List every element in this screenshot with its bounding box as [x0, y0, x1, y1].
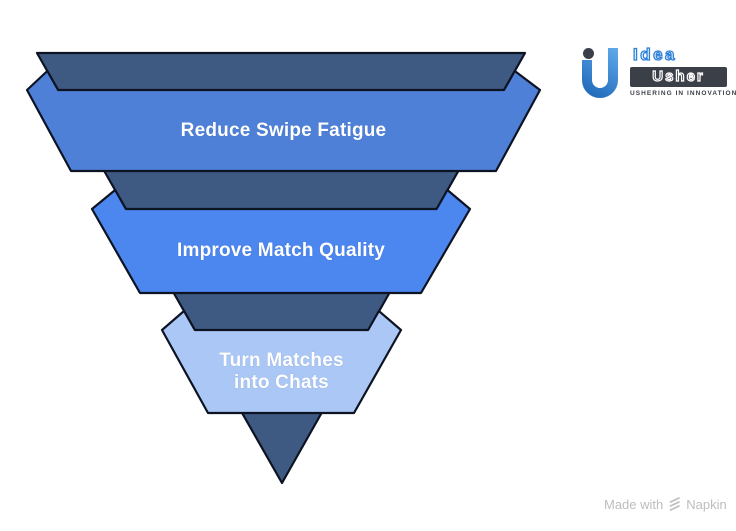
logo-u-shape: [582, 48, 618, 98]
funnel-level-2-text: Improve Match Quality: [177, 240, 385, 261]
logo-brand-top: Idea: [632, 44, 678, 64]
logo-tagline: USHERING IN INNOVATION: [630, 90, 736, 97]
funnel-level-3-label: Turn Matches into Chats: [162, 350, 401, 394]
funnel-level-1-text: Reduce Swipe Fatigue: [180, 120, 387, 141]
funnel-band-2: [90, 188, 472, 295]
funnel-level-2-label: Improve Match Quality: [92, 240, 470, 262]
idea-usher-logo: Idea Usher USHERING IN INNOVATION: [580, 44, 736, 106]
logo-brand-bottom: Usher: [652, 67, 705, 85]
funnel-level-1-label: Reduce Swipe Fatigue: [27, 120, 540, 142]
made-with-napkin: Made with Napkin: [604, 496, 727, 512]
idea-usher-u-icon: [582, 48, 618, 98]
made-with-label: Made with: [604, 496, 664, 512]
napkin-icon: [669, 497, 681, 511]
funnel-band-1: [25, 69, 542, 173]
logo-brand-bottom-box: Usher: [630, 67, 727, 87]
funnel-level-3-text-line2: into Chats: [234, 372, 329, 393]
napkin-brand-label: Napkin: [686, 496, 727, 512]
funnel-level-3-text-line1: Turn Matches: [219, 350, 344, 371]
funnel-band-3: [160, 309, 403, 415]
logo-dot: [583, 48, 594, 59]
